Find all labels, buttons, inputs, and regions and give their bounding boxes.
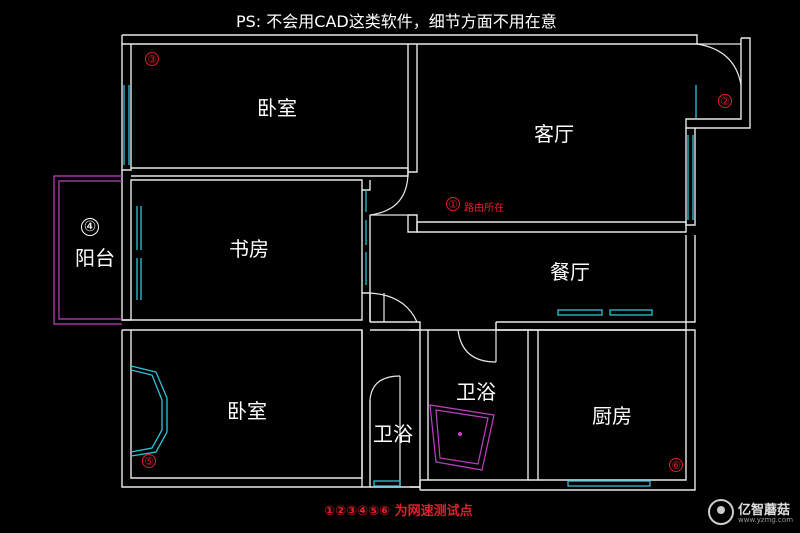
- test-point-legend: ①②③④⑤⑥ 为网速测试点: [324, 504, 473, 519]
- room-label-living-room: 客厅: [534, 122, 574, 146]
- watermark-brand: 亿智蘑菇: [738, 503, 791, 518]
- room-label-study: 书房: [229, 237, 269, 261]
- test-point-5: ⑤: [142, 454, 156, 468]
- mushroom-icon: [708, 499, 734, 525]
- room-label-balcony: 阳台: [75, 246, 115, 270]
- test-point-1: ①: [446, 197, 460, 211]
- doors: [369, 43, 742, 487]
- test-point-3: ③: [145, 52, 159, 66]
- watermark-logo: 亿智蘑菇 www.yzmg.com: [708, 497, 798, 529]
- test-point-6: ⑥: [669, 458, 683, 472]
- room-label-bedroom-bottom: 卧室: [227, 399, 267, 423]
- windows: [123, 85, 697, 487]
- room-label-bathroom-left: 卫浴: [373, 422, 413, 446]
- room-label-bedroom-top: 卧室: [257, 96, 297, 120]
- watermark-url: www.yzmg.com: [738, 516, 794, 524]
- header-note: PS: 不会用CAD这类软件，细节方面不用在意: [236, 12, 557, 31]
- bathtub: [429, 404, 495, 471]
- walls: [121, 34, 751, 491]
- room-label-dining-room: 餐厅: [550, 260, 590, 284]
- balcony-outline: [53, 175, 122, 325]
- test-point-4: ④: [81, 218, 99, 236]
- router-label: 路由所在: [464, 203, 504, 214]
- room-label-kitchen: 厨房: [592, 404, 632, 428]
- room-label-bathroom-right: 卫浴: [456, 380, 496, 404]
- test-point-2: ②: [718, 94, 732, 108]
